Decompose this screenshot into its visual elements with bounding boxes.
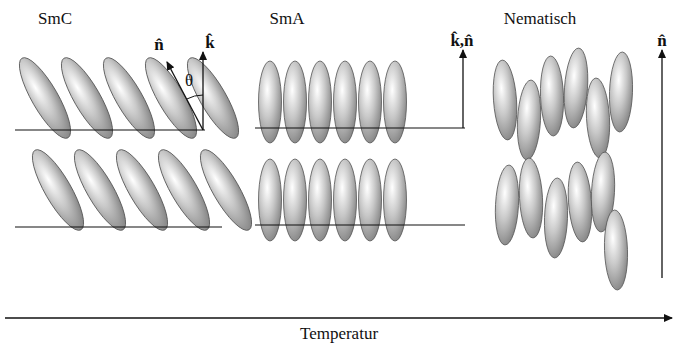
molecule-group (11, 47, 634, 290)
molecule (515, 79, 542, 160)
molecule (584, 77, 611, 158)
molecule (284, 61, 307, 143)
layer-lines (15, 128, 465, 227)
vector-label: k̂,n̂ (450, 32, 473, 49)
molecule (384, 159, 407, 241)
phase-name: SmC (38, 10, 72, 27)
molecule (543, 178, 569, 259)
molecule (566, 161, 595, 242)
molecule (384, 61, 407, 143)
molecule (603, 210, 629, 291)
molecule (309, 61, 332, 143)
phase-name: Nematisch (504, 10, 577, 27)
vector-label: n̂ (657, 32, 666, 49)
molecule (491, 59, 520, 140)
molecule (192, 144, 261, 237)
vector-label: k̂ (205, 34, 214, 51)
molecule (517, 157, 544, 238)
angle-label: θ (185, 72, 193, 89)
molecule (334, 159, 357, 241)
molecule (334, 61, 357, 143)
molecule (539, 56, 565, 137)
molecule (259, 159, 282, 241)
molecule (493, 164, 520, 245)
molecule (309, 159, 332, 241)
axis-label: Temperatur (300, 325, 378, 342)
molecule (562, 47, 591, 128)
molecule (284, 159, 307, 241)
molecule (608, 52, 634, 133)
vector-arrows (5, 50, 672, 318)
molecule (259, 61, 282, 143)
phase-name: SmA (270, 10, 305, 27)
molecule (359, 159, 382, 241)
molecule (359, 61, 382, 143)
vector-label: n̂ (154, 36, 163, 53)
